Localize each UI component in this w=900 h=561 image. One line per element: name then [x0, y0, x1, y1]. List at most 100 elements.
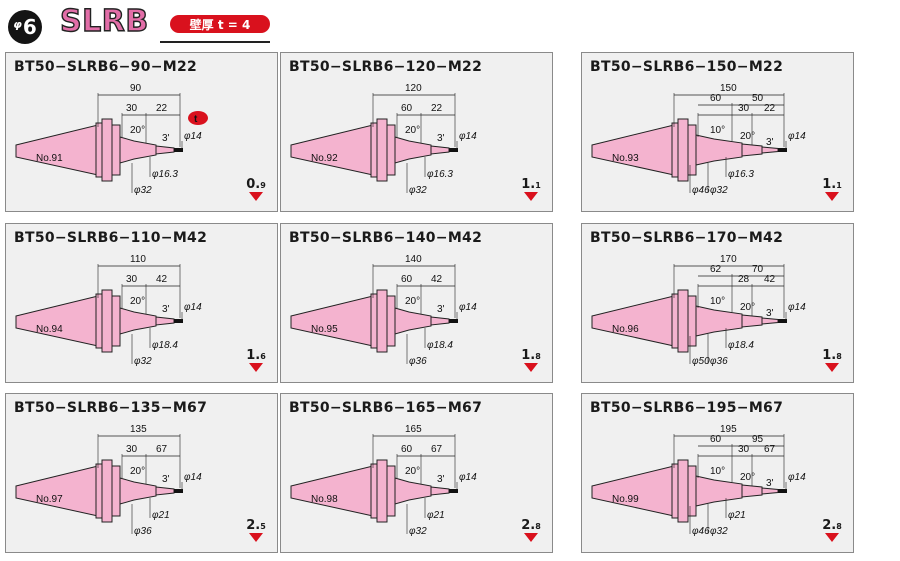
- flange-rear: [111, 124, 121, 176]
- angle: 20°: [405, 125, 420, 136]
- weight-kg: 1.1: [821, 178, 843, 201]
- dim-b: 95: [752, 434, 764, 445]
- body: [394, 307, 432, 335]
- body: [119, 307, 157, 335]
- body: [119, 136, 157, 164]
- model-name: BT50−SLRB6−110−M42: [14, 230, 208, 246]
- dim-total: 150: [720, 83, 737, 94]
- dim-total: 120: [405, 83, 422, 94]
- tip-angle: 3': [766, 137, 774, 148]
- neck: [155, 486, 175, 496]
- dim-d2: φ32: [409, 526, 427, 537]
- angle: 20°: [740, 472, 755, 483]
- dim-a: 60: [710, 434, 722, 445]
- dim-b: 67: [431, 444, 443, 455]
- body-large: [695, 305, 743, 337]
- dim-b: 22: [156, 103, 168, 114]
- tip-thread: [449, 148, 458, 152]
- flange-groove: [101, 459, 113, 523]
- weight-int: 1.: [246, 348, 261, 363]
- dim-tip-dia: φ14: [184, 131, 202, 142]
- dim-d3: φ46: [692, 526, 710, 537]
- dim-e: 42: [764, 274, 776, 285]
- dim-d1: φ18.4: [728, 340, 754, 351]
- weight-int: 2.: [246, 518, 261, 533]
- weight-decimal: 8: [836, 352, 842, 361]
- weight-kg: 1.1: [520, 178, 542, 201]
- angle: 20°: [405, 296, 420, 307]
- angle: 20°: [740, 302, 755, 313]
- tip-thread: [174, 319, 183, 323]
- dim-tip-dia: φ14: [788, 302, 806, 313]
- tool-number: No.95: [311, 324, 338, 335]
- tip-thread: [778, 319, 787, 323]
- angle: 20°: [130, 125, 145, 136]
- taper-shank: [290, 465, 374, 517]
- dim-e: 22: [764, 103, 776, 114]
- dim-total: 165: [405, 424, 422, 435]
- dim-total: 90: [130, 83, 142, 94]
- flange-rear: [687, 124, 697, 176]
- tip-thread: [174, 489, 183, 493]
- series-title: SLRB: [59, 3, 149, 39]
- tool-number: No.94: [36, 324, 63, 335]
- tip-angle: 3': [437, 133, 445, 144]
- dim-a: 60: [401, 103, 413, 114]
- model-name: BT50−SLRB6−170−M42: [590, 230, 784, 246]
- flange-groove: [376, 118, 388, 182]
- dim-b: 50: [752, 93, 764, 104]
- dim-b: 70: [752, 264, 764, 275]
- dim-d1: φ16.3: [152, 169, 178, 180]
- dim-tip-dia: φ14: [459, 302, 477, 313]
- dim-tip-dia: φ14: [459, 472, 477, 483]
- dim-b: 42: [156, 274, 168, 285]
- tip-thread: [449, 319, 458, 323]
- dim-tip-dia: φ14: [459, 131, 477, 142]
- weight-int: 1.: [521, 177, 536, 192]
- flange-rear: [386, 465, 396, 517]
- weight-decimal: 8: [836, 522, 842, 531]
- wall-t-label: t: [194, 114, 198, 125]
- dim-total: 135: [130, 424, 147, 435]
- weight-int: 2.: [521, 518, 536, 533]
- tip-angle: 3': [437, 474, 445, 485]
- body: [119, 477, 157, 505]
- weight-kg: 0.9: [245, 178, 267, 201]
- weight-decimal: 1: [836, 181, 842, 190]
- tip-thread: [778, 489, 787, 493]
- dim-d1: φ18.4: [427, 340, 453, 351]
- weight-decimal: 6: [260, 352, 266, 361]
- down-arrow-icon: [825, 363, 839, 372]
- down-arrow-icon: [825, 192, 839, 201]
- flange-groove: [677, 459, 689, 523]
- angle-2: 10°: [710, 466, 725, 477]
- model-name: BT50−SLRB6−135−M67: [14, 400, 208, 416]
- down-arrow-icon: [249, 533, 263, 542]
- dim-d1: φ21: [152, 510, 170, 521]
- model-name: BT50−SLRB6−195−M67: [590, 400, 784, 416]
- taper-shank: [591, 465, 675, 517]
- taper-shank: [290, 295, 374, 347]
- model-name: BT50−SLRB6−150−M22: [590, 59, 784, 75]
- dim-d2: φ36: [710, 356, 728, 367]
- tip-thread: [174, 148, 183, 152]
- weight-kg: 1.8: [520, 349, 542, 372]
- dim-d2: φ36: [134, 526, 152, 537]
- weight-kg: 1.8: [821, 349, 843, 372]
- tool-number: No.98: [311, 494, 338, 505]
- tip-angle: 3': [162, 474, 170, 485]
- taper-shank: [290, 124, 374, 176]
- dim-tip-dia: φ14: [788, 472, 806, 483]
- body: [394, 477, 432, 505]
- dim-d1: φ16.3: [728, 169, 754, 180]
